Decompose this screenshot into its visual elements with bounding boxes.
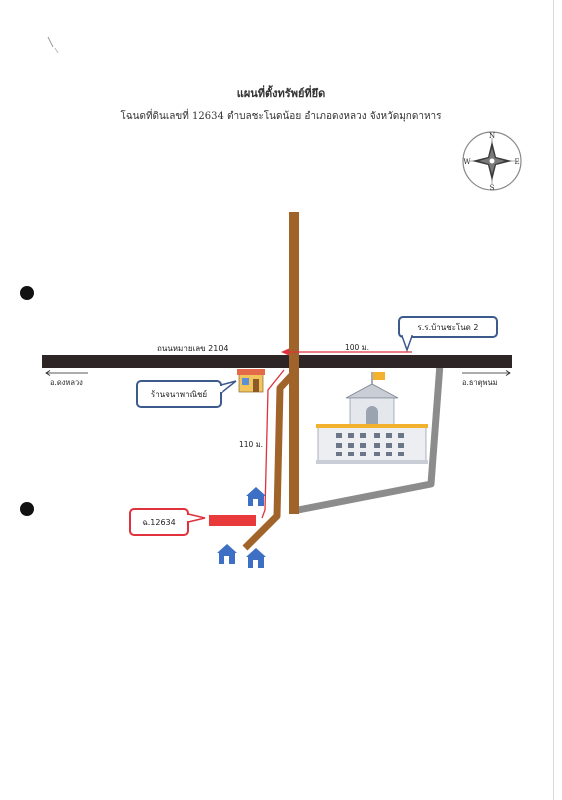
map-title: แผนที่ตั้งทรัพย์ที่ยึด [236, 87, 326, 100]
main-road-2104 [42, 355, 512, 368]
scan-speck [47, 36, 59, 54]
destination-right-label: อ.ธาตุพนม [462, 378, 498, 387]
binder-hole-bottom [20, 502, 34, 516]
side-road-vertical [289, 212, 299, 514]
road-name-label: ถนนหมายเลข 2104 [157, 344, 229, 353]
shop-icon [237, 369, 265, 393]
side-road-branch [242, 371, 296, 551]
distance-along-road: 100 ม. [345, 343, 370, 352]
parcel-marker [209, 515, 256, 526]
house-icon [246, 487, 266, 506]
school-callout: ร.ร.บ้านชะโนด 2 [398, 316, 498, 338]
shop-callout: ร้านจนาพาณิชย์ [136, 380, 222, 408]
compass-n: N [489, 132, 495, 140]
compass-s: S [490, 184, 495, 192]
parcel-callout: ฉ.12634 [129, 508, 189, 536]
route-line [261, 348, 412, 519]
arrow-right-icon [462, 370, 511, 376]
school-icon [316, 372, 428, 464]
binder-hole-top [20, 286, 34, 300]
compass-e: E [514, 158, 519, 166]
destination-left-label: อ.ดงหลวง [50, 378, 83, 387]
gray-road [297, 363, 444, 514]
house-icon [217, 544, 237, 564]
compass-rose-icon: N S E W [462, 131, 522, 192]
house-icon [246, 548, 266, 568]
distance-to-parcel: 110 ม. [239, 440, 264, 449]
arrow-left-icon [45, 370, 88, 376]
map-subtitle: โฉนดที่ดินเลขที่ 12634 ตำบลชะโนดน้อย อำเ… [120, 111, 442, 122]
compass-w: W [463, 158, 471, 166]
